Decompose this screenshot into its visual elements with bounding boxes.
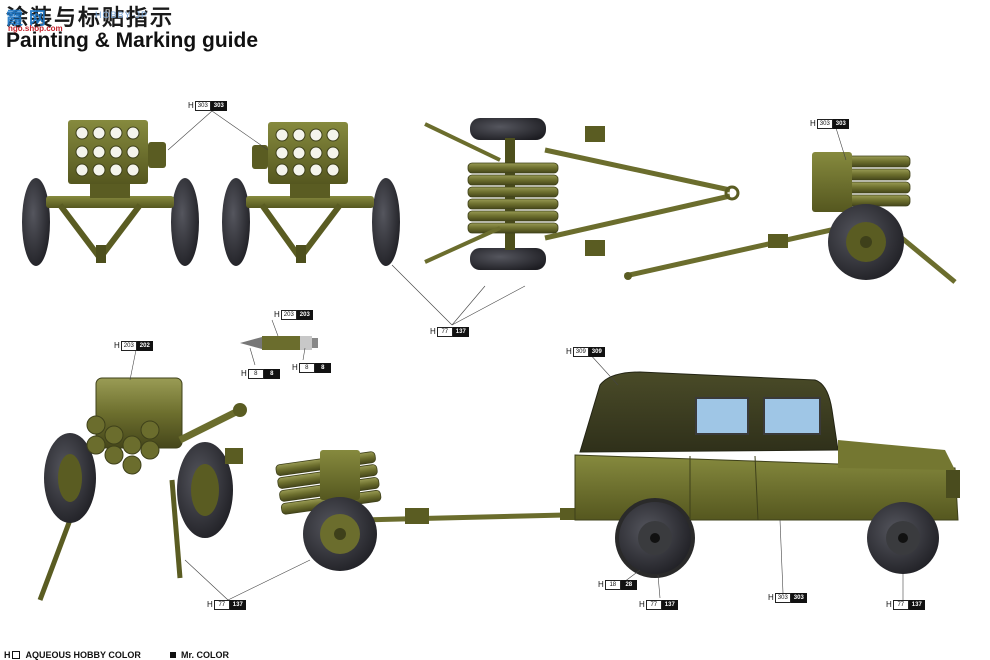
aqueous-code: 8 — [247, 368, 264, 379]
mr-color-label: Mr. COLOR — [181, 650, 230, 660]
mr-code: 8 — [263, 368, 280, 379]
aqueous-square-icon — [11, 651, 20, 659]
h-symbol: H — [566, 346, 572, 356]
aqueous-code: 309 — [572, 346, 589, 357]
mr-code: 137 — [452, 326, 469, 337]
launcher-top-view — [424, 118, 740, 270]
h-symbol: H — [4, 650, 11, 660]
color-code: H 77 137 — [886, 599, 925, 610]
launcher-side-view — [624, 152, 957, 284]
h-symbol: H — [274, 309, 280, 319]
aqueous-code: 77 — [645, 599, 662, 610]
color-code: H 18 28 — [598, 579, 637, 590]
mr-code: 303 — [832, 118, 849, 129]
color-code: H 77 137 — [430, 326, 469, 337]
mr-code: 202 — [136, 340, 153, 351]
watermark-site: HOBBY·JP — [95, 10, 149, 20]
launcher-perspective-view — [37, 377, 247, 601]
h-symbol: H — [241, 368, 247, 378]
mr-code: 137 — [661, 599, 678, 610]
h-symbol: H — [207, 599, 213, 609]
aqueous-code: 203 — [280, 309, 297, 320]
h-symbol: H — [886, 599, 892, 609]
color-code: H 203 203 — [274, 309, 313, 320]
color-code: H 303 303 — [768, 592, 807, 603]
jeep-vehicle — [574, 371, 960, 578]
h-symbol: H — [810, 118, 816, 128]
h-symbol: H — [598, 579, 604, 589]
h-symbol: H — [292, 362, 298, 372]
h-symbol: H — [114, 340, 120, 350]
aqueous-code: 203 — [120, 340, 137, 351]
page-title-chinese: 涂装与标贴指示 — [6, 6, 175, 31]
mr-code: 28 — [620, 579, 637, 590]
aqueous-code: 77 — [892, 599, 909, 610]
aqueous-code: 77 — [436, 326, 453, 337]
h-symbol: H — [430, 326, 436, 336]
aqueous-code: 303 — [816, 118, 833, 129]
aqueous-code: 77 — [213, 599, 230, 610]
color-code: H 303 303 — [188, 100, 227, 111]
color-code: H 8 8 — [241, 368, 280, 379]
leader-lines — [129, 110, 904, 601]
legend-aqueous: H AQUEOUS HOBBY COLOR — [4, 650, 141, 660]
color-code: H 77 137 — [207, 599, 246, 610]
mr-code: 303 — [210, 100, 227, 111]
mr-code: 8 — [314, 362, 331, 373]
h-symbol: H — [188, 100, 194, 110]
launcher-front-view-2 — [222, 122, 400, 266]
color-code: H 8 8 — [292, 362, 331, 373]
color-code: H 303 303 — [810, 118, 849, 129]
mr-code: 137 — [229, 599, 246, 610]
h-symbol: H — [639, 599, 645, 609]
aqueous-label: AQUEOUS HOBBY COLOR — [25, 650, 141, 660]
aqueous-code: 18 — [604, 579, 621, 590]
mr-code: 309 — [588, 346, 605, 357]
aqueous-code: 8 — [298, 362, 315, 373]
mr-color-square-icon — [170, 652, 176, 658]
legend-mr-color: Mr. COLOR — [170, 650, 229, 660]
color-code: H 309 309 — [566, 346, 605, 357]
launcher-front-view-1 — [22, 120, 199, 266]
watermark-logo: 霞 网 — [6, 9, 46, 29]
watermark-url: ngo.shop.com — [8, 24, 63, 33]
aqueous-code: 303 — [194, 100, 211, 111]
mr-code: 303 — [790, 592, 807, 603]
color-code: H 77 137 — [639, 599, 678, 610]
launcher-towed — [275, 450, 578, 571]
page-title-english: Painting & Marking guide — [6, 29, 259, 52]
mr-code: 137 — [908, 599, 925, 610]
aqueous-code: 303 — [774, 592, 791, 603]
rocket-shell — [240, 336, 318, 350]
color-code: H 203 202 — [114, 340, 153, 351]
h-symbol: H — [768, 592, 774, 602]
mr-code: 203 — [296, 309, 313, 320]
